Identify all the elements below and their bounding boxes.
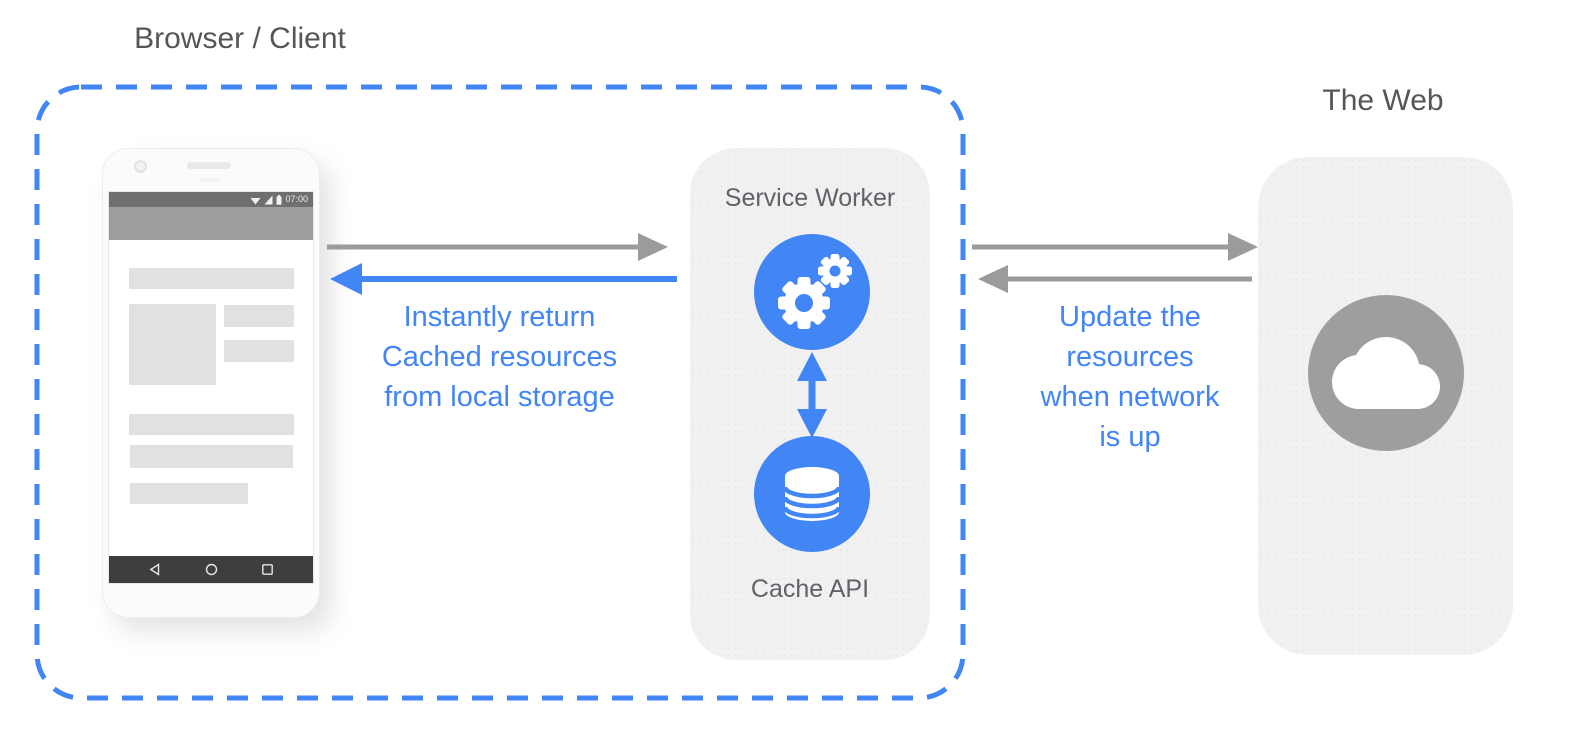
- network-response-arrow: [978, 265, 1252, 293]
- phone-speaker: [187, 162, 231, 169]
- network-request-arrow: [972, 233, 1258, 261]
- status-bar-time: 07:00: [285, 194, 308, 204]
- the-web-label: The Web: [1322, 84, 1444, 117]
- content-placeholder: [130, 483, 248, 504]
- gears-icon: [754, 234, 870, 350]
- phone-sensor: [200, 178, 220, 182]
- cache-api-label: Cache API: [750, 575, 870, 603]
- battery-icon: [276, 194, 282, 205]
- content-placeholder: [129, 304, 216, 385]
- phone-mockup: 07:00: [102, 148, 320, 618]
- network-update-note: Update the resources when network is up: [1040, 301, 1220, 453]
- cache-return-note: Instantly return Cached resources from l…: [381, 301, 618, 413]
- content-placeholder: [129, 414, 294, 435]
- service-worker-title: Service Worker: [724, 184, 896, 212]
- phone-app-bar: [109, 207, 313, 240]
- the-web-panel: [1258, 157, 1513, 655]
- phone-screen: 07:00: [108, 191, 314, 584]
- content-placeholder: [224, 340, 294, 362]
- content-placeholder: [130, 445, 293, 468]
- back-icon: [149, 563, 159, 576]
- home-icon: [205, 563, 217, 576]
- wifi-icon: [250, 197, 261, 204]
- phone-status-bar: 07:00: [109, 192, 313, 207]
- phone-nav-bar: [109, 556, 313, 583]
- database-icon: [754, 436, 870, 552]
- request-arrow: [327, 233, 668, 261]
- recents-icon: [261, 564, 273, 575]
- cached-response-arrow: [330, 263, 677, 295]
- content-placeholder: [129, 268, 294, 289]
- cellular-signal-icon: [264, 195, 273, 204]
- phone-camera-icon: [134, 160, 147, 173]
- cloud-icon: [1308, 295, 1464, 451]
- browser-client-label: Browser / Client: [134, 22, 346, 55]
- service-worker-panel: Service Worker: [690, 148, 930, 660]
- content-placeholder: [224, 305, 294, 327]
